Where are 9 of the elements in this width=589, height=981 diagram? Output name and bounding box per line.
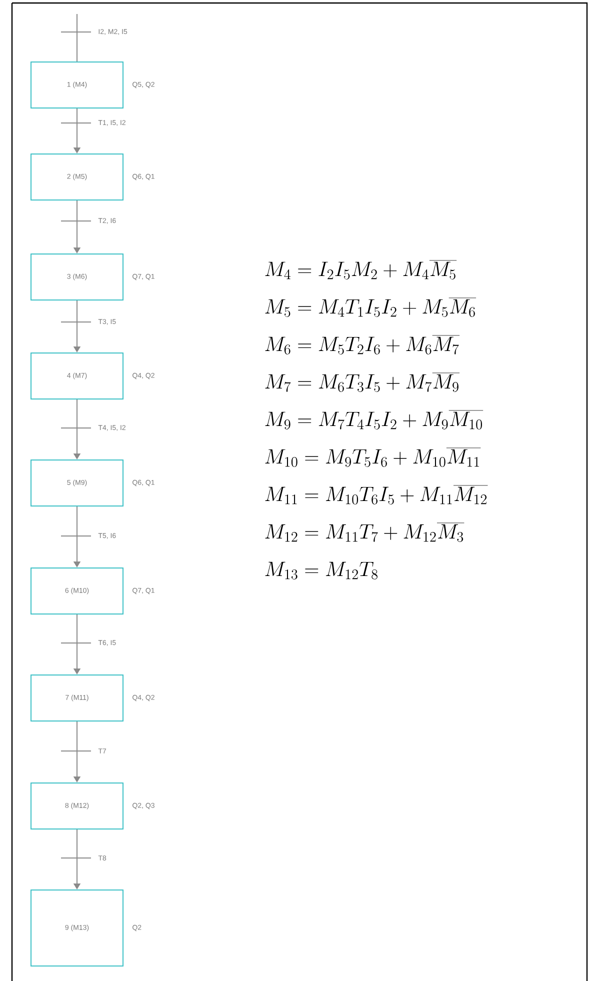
equation: $M_5 = M_4 T_1 I_5 I_2 + M_5 \overline{M_6}$ — [265, 298, 476, 317]
equation: $M_7 = M_6 T_3 I_5 + M_7 \overline{M_9}$ — [265, 372, 460, 392]
equation: $M_{10} = M_9 T_5 I_6 + M_{10} \overline{M_{11}}$ — [265, 448, 481, 467]
equation: $M_{11} = M_{10} T_6 I_5 + M_{11} \overline{M_{12}}$ — [265, 485, 488, 504]
equation: $M_6 = M_5 T_2 I_6 + M_6 \overline{M_7}$ — [265, 335, 460, 354]
equation: $M_{12} = M_{11} T_7 + M_{12} \overline{M_3}$ — [265, 522, 464, 542]
equation: $M_9 = M_7 T_4 I_5 I_2 + M_9 \overline{M_{10}}$ — [265, 410, 484, 430]
equation: $M_{13} = M_{12} T_8$ — [265, 562, 378, 580]
equation: $M_4 = I_2 I_5 M_2 + M_4 \overline{M_5}$ — [265, 260, 457, 280]
